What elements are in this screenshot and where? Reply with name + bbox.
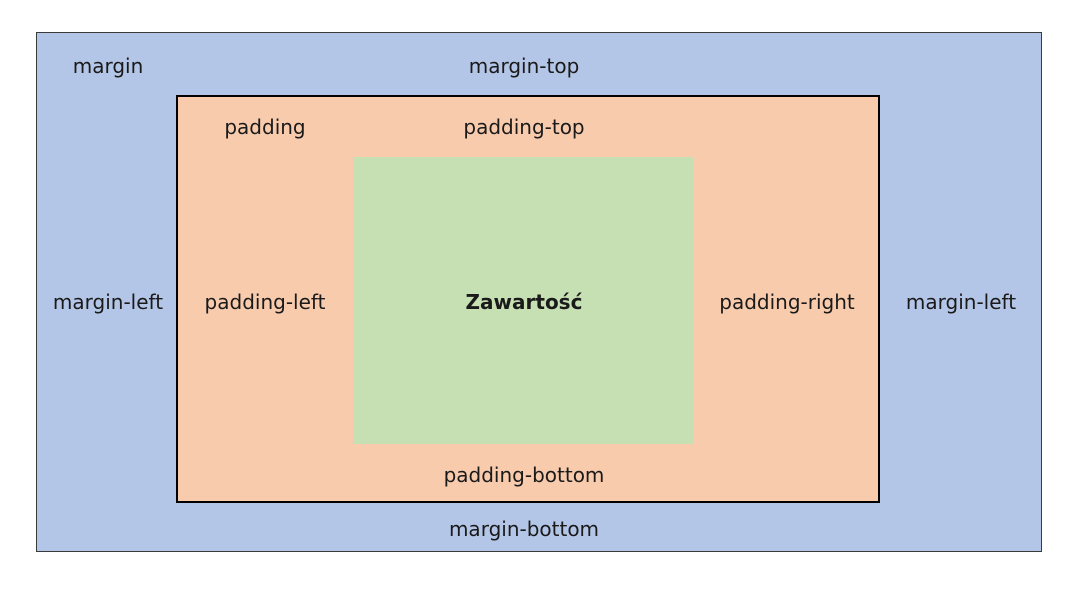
margin-top-label: margin-top	[468, 54, 580, 78]
padding-left-label: padding-left	[204, 290, 326, 314]
margin-left-label: margin-left	[52, 290, 164, 314]
padding-bottom-label: padding-bottom	[443, 463, 605, 487]
content-area	[353, 157, 694, 444]
margin-label: margin	[72, 54, 144, 78]
margin-right-label: margin-left	[905, 290, 1017, 314]
content-label: Zawartość	[465, 290, 583, 314]
padding-top-label: padding-top	[463, 115, 585, 139]
padding-right-label: padding-right	[719, 290, 855, 314]
margin-bottom-label: margin-bottom	[448, 517, 600, 541]
padding-label: padding	[224, 115, 306, 139]
